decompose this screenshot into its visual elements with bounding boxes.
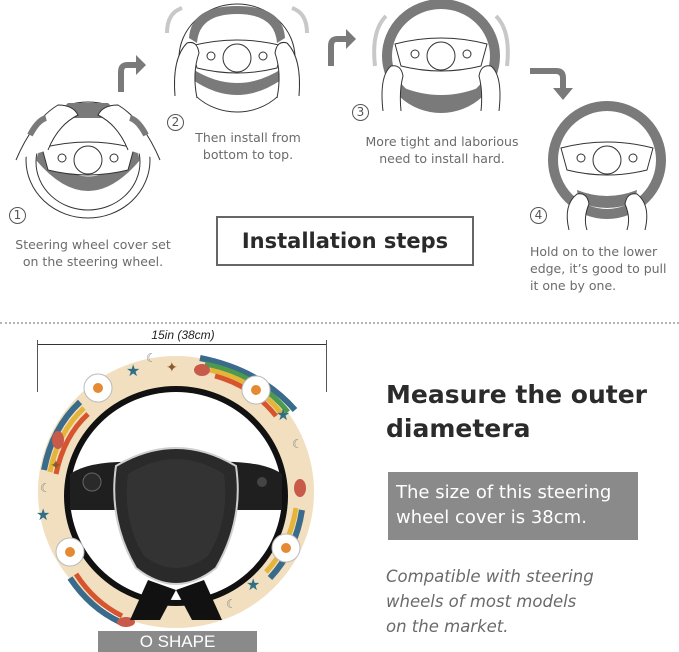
step3-text: More tight and laborious need to install… bbox=[365, 134, 519, 166]
step1-text: Steering wheel cover set on the steering… bbox=[15, 237, 171, 269]
step3-number: 3 bbox=[352, 104, 369, 121]
svg-text:★: ★ bbox=[36, 505, 50, 524]
daisy-icon bbox=[241, 375, 271, 405]
svg-text:☾: ☾ bbox=[146, 351, 157, 365]
step1-number: 1 bbox=[9, 207, 26, 224]
installation-illustrations bbox=[15, 0, 666, 231]
arrow-up-right-icon bbox=[328, 29, 356, 66]
shape-label: O SHAPE bbox=[98, 631, 257, 652]
svg-text:✦: ✦ bbox=[50, 458, 62, 474]
dimension-label: 15in (38cm) bbox=[151, 328, 215, 342]
installation-steps-title: Installation steps bbox=[216, 216, 474, 266]
dimension-tick-right bbox=[326, 340, 327, 392]
dotted-divider bbox=[0, 322, 679, 324]
daisy-icon bbox=[271, 533, 301, 563]
daisy-icon bbox=[55, 537, 85, 567]
step4-illustration bbox=[548, 101, 666, 231]
svg-text:★: ★ bbox=[246, 575, 260, 594]
svg-text:★: ★ bbox=[276, 405, 290, 424]
steering-wheel-cover-photo: ★ ★ ★ ★ ✦ ✦ ☾ ☾ ☾ ☾ bbox=[36, 351, 314, 628]
compatibility-note: Compatible with steering wheels of most … bbox=[386, 567, 594, 636]
step4-text: Hold on to the lower edge, it’s good to … bbox=[530, 244, 667, 293]
step2-number: 2 bbox=[167, 114, 184, 131]
svg-text:☾: ☾ bbox=[292, 437, 303, 451]
arrow-up-right-icon bbox=[118, 55, 146, 92]
svg-text:☾: ☾ bbox=[226, 597, 237, 611]
step1-illustration bbox=[15, 101, 161, 219]
measure-title: Measure the outer diametera bbox=[386, 380, 647, 443]
svg-text:★: ★ bbox=[126, 361, 140, 380]
daisy-icon bbox=[83, 373, 113, 403]
size-info-box: The size of this steering wheel cover is… bbox=[388, 472, 638, 540]
arrow-down-right-icon bbox=[530, 68, 573, 100]
step3-illustration bbox=[372, 0, 510, 113]
step2-text: Then install from bottom to top. bbox=[195, 130, 301, 162]
step4-number: 4 bbox=[530, 207, 547, 224]
dimension-line bbox=[38, 344, 326, 345]
step2-illustration bbox=[165, 3, 309, 113]
svg-text:☾: ☾ bbox=[40, 481, 51, 495]
svg-text:✦: ✦ bbox=[166, 360, 178, 376]
dimension-tick-left bbox=[37, 340, 38, 392]
